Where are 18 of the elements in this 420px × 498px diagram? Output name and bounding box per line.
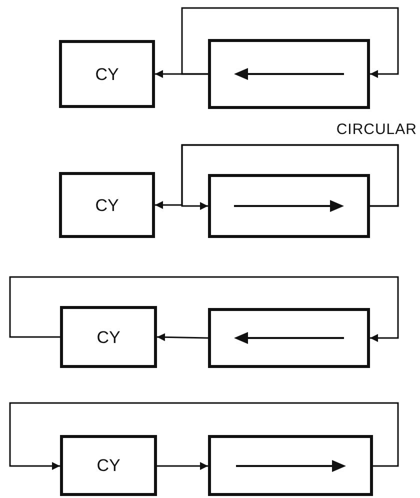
- register-box: [208, 308, 370, 368]
- block-label: CY: [96, 328, 120, 346]
- connector-arrow: [156, 333, 208, 342]
- connector-arrow: [181, 7, 399, 78]
- block-label: CY: [95, 196, 119, 214]
- block-label: CY: [96, 457, 120, 474]
- connector-arrow: [9, 402, 399, 470]
- connector-arrow: [9, 276, 399, 342]
- block-box: [60, 435, 157, 496]
- register-box: [208, 435, 373, 496]
- connector-arrow: [157, 462, 208, 470]
- block-box: [59, 172, 155, 238]
- block-box: [60, 306, 157, 368]
- block-box: [59, 40, 155, 108]
- register-box: [208, 39, 370, 109]
- mode-caption: CIRCULAR: [336, 121, 417, 138]
- block-label: CY: [95, 66, 119, 82]
- register-box: [208, 174, 370, 238]
